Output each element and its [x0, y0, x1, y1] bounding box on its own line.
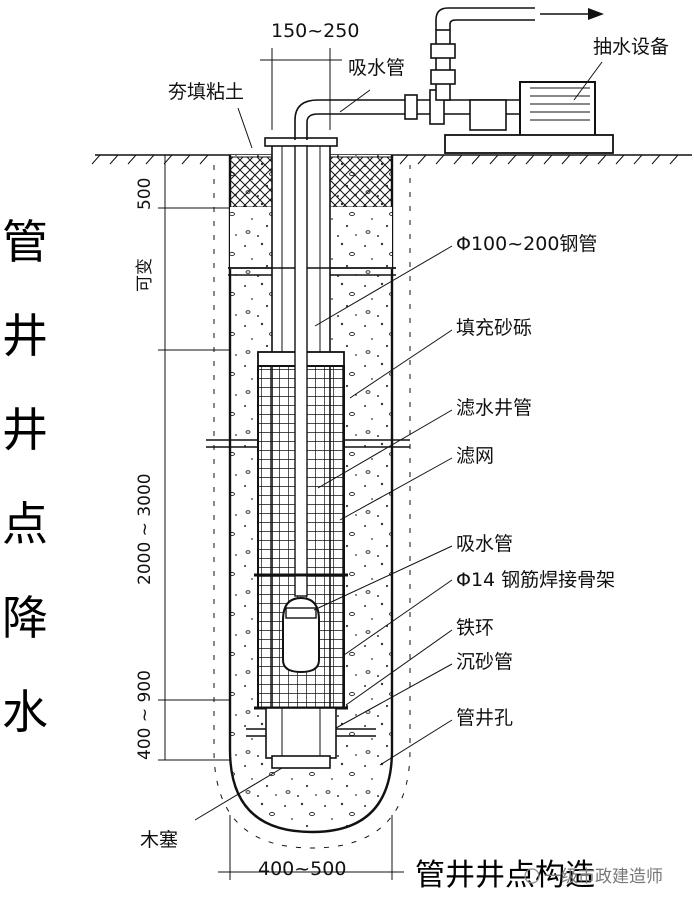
- title-char-4: 点: [2, 497, 48, 551]
- label-filter-mesh: 滤网: [456, 445, 494, 467]
- pump-unit: [444, 81, 614, 154]
- dim-variable: 可变: [135, 258, 155, 292]
- label-suction-pipe-top: 吸水管: [348, 57, 405, 79]
- label-iron-ring: 铁环: [456, 617, 494, 639]
- label-well-hole: 管井孔: [456, 707, 513, 729]
- dimension-lines: [158, 48, 404, 880]
- label-filter-pipe: 滤水井管: [456, 397, 532, 419]
- dim-500: 500: [135, 178, 155, 210]
- title-char-1: 管: [2, 215, 48, 269]
- watermark-text: 一级市政建造师: [544, 867, 663, 887]
- label-tamped-clay: 夯填粘土: [168, 81, 244, 103]
- label-suction-pipe: 吸水管: [456, 533, 513, 555]
- title-char-6: 水: [2, 685, 48, 739]
- dim-bottom-width: 400~500: [258, 858, 346, 880]
- wechat-icon: [524, 868, 540, 884]
- label-wood-plug: 木塞: [140, 829, 178, 851]
- label-sand-pipe: 沉砂管: [456, 651, 513, 673]
- leader-lines: [194, 61, 603, 821]
- label-rebar-frame: Φ14 钢筋焊接骨架: [456, 569, 615, 591]
- label-gravel-fill: 填充砂砾: [456, 317, 532, 339]
- title-char-5: 降: [2, 591, 48, 645]
- diagram-caption: 管井井点构造: [415, 858, 595, 893]
- vertical-title: 管 井 井 点 降 水: [2, 215, 48, 739]
- dim-2000-3000: 2000 ~ 3000: [135, 473, 155, 585]
- title-char-2: 井: [2, 309, 48, 363]
- dim-top-width: 150~250: [271, 20, 359, 42]
- dim-400-900: 400 ~ 900: [135, 670, 155, 760]
- internal-suction-pipe: [282, 145, 320, 674]
- watermark: 一级市政建造师: [524, 867, 663, 887]
- sand-pipe: [265, 707, 337, 759]
- wood-plug: [271, 755, 331, 769]
- suction-pipe-outer: [294, 7, 604, 140]
- label-pump: 抽水设备: [593, 36, 669, 58]
- label-steel-pipe: Φ100~200钢管: [456, 233, 597, 255]
- title-char-3: 井: [2, 403, 48, 457]
